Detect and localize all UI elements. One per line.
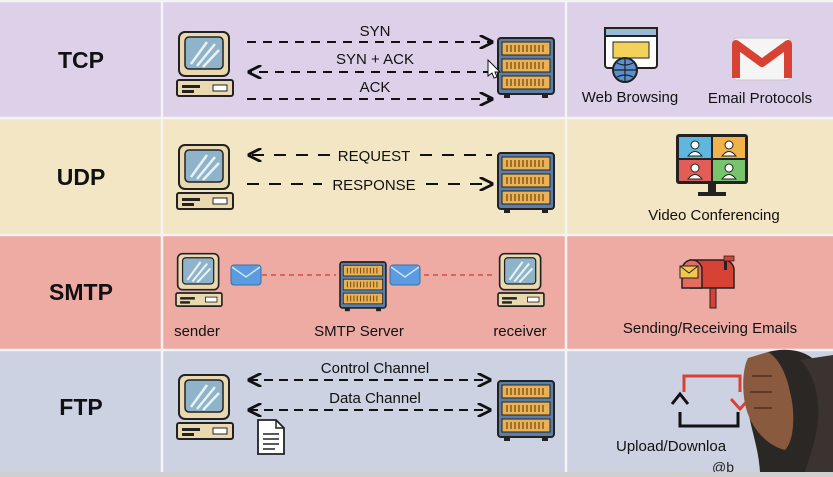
browser-globe-icon [604, 27, 658, 83]
receiver-computer-icon [496, 252, 545, 308]
use-sending-receiving-emails: Sending/Receiving Emails [623, 320, 797, 337]
gmail-envelope-icon [732, 37, 792, 81]
message-request: REQUEST [338, 148, 411, 165]
use-video-conferencing: Video Conferencing [648, 207, 779, 224]
message-syn-ack: SYN + ACK [336, 51, 414, 68]
message-control-channel: Control Channel [321, 360, 429, 377]
use-web-browsing: Web Browsing [582, 89, 678, 106]
smtp-row-bg [0, 235, 833, 350]
receiver-label: receiver [493, 323, 546, 340]
smtp-server-icon [339, 261, 387, 313]
computer-icon [175, 30, 235, 98]
cursor-icon [487, 58, 502, 79]
document-icon [257, 419, 285, 455]
video-conference-icon [676, 134, 748, 196]
use-upload-download: Upload/Downloa [616, 438, 727, 455]
server-icon [497, 152, 555, 214]
watermark-text: @b [712, 459, 734, 472]
mailbox-icon [679, 255, 735, 309]
presenter-image [743, 349, 833, 472]
computer-icon [175, 373, 235, 441]
message-ack: ACK [360, 79, 391, 96]
protocol-label-ftp: FTP [59, 394, 102, 420]
message-response: RESPONSE [332, 177, 415, 194]
protocol-label-tcp: TCP [58, 47, 104, 73]
computer-icon [175, 143, 235, 211]
envelope-icon [230, 264, 262, 286]
tcp-row-bg [0, 0, 833, 118]
use-email-protocols: Email Protocols [708, 90, 812, 107]
protocol-label-smtp: SMTP [49, 279, 113, 305]
server-icon [497, 37, 555, 99]
sender-computer-icon [174, 252, 223, 308]
message-data-channel: Data Channel [329, 390, 421, 407]
protocol-label-udp: UDP [57, 164, 106, 190]
server-icon [497, 380, 555, 442]
envelope-icon [389, 264, 421, 286]
sender-label: sender [174, 323, 220, 340]
smtp-server-label: SMTP Server [314, 323, 404, 340]
message-syn: SYN [360, 23, 391, 40]
